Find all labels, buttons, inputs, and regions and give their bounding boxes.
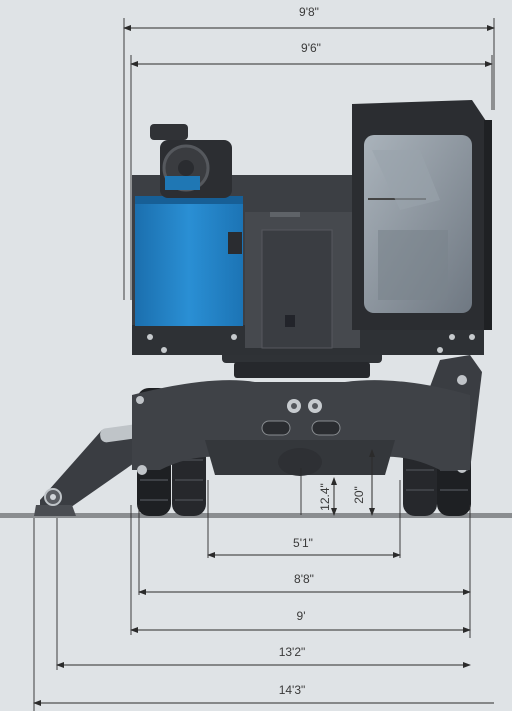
label-clearance-right: 20": [352, 486, 366, 504]
operator-cab: [352, 100, 492, 330]
ground-line: [0, 513, 512, 518]
label-cab-width: 9'6": [301, 41, 321, 55]
undercarriage: [132, 380, 470, 476]
label-clearance-left: 12.4": [318, 483, 332, 511]
label-overall-width: 9'8": [299, 5, 319, 19]
dimension-lines: [33, 25, 495, 706]
label-track-inner: 5'1": [293, 536, 313, 550]
label-track-outer: 8'8": [294, 572, 314, 586]
dimension-labels: 9'8" 9'6" 12.4" 20" 5'1" 8'8" 9' 13'2" 1…: [279, 5, 366, 697]
engine-housing: [135, 196, 243, 326]
extension-lines: [33, 18, 495, 711]
bolts: [147, 334, 475, 353]
material-handler-machine: [34, 100, 492, 516]
label-outrigger-outer: 14'3": [279, 683, 306, 697]
label-undercarriage: 9': [297, 609, 306, 623]
label-outrigger-inner: 13'2": [279, 645, 306, 659]
exhaust-filter: [150, 124, 232, 198]
